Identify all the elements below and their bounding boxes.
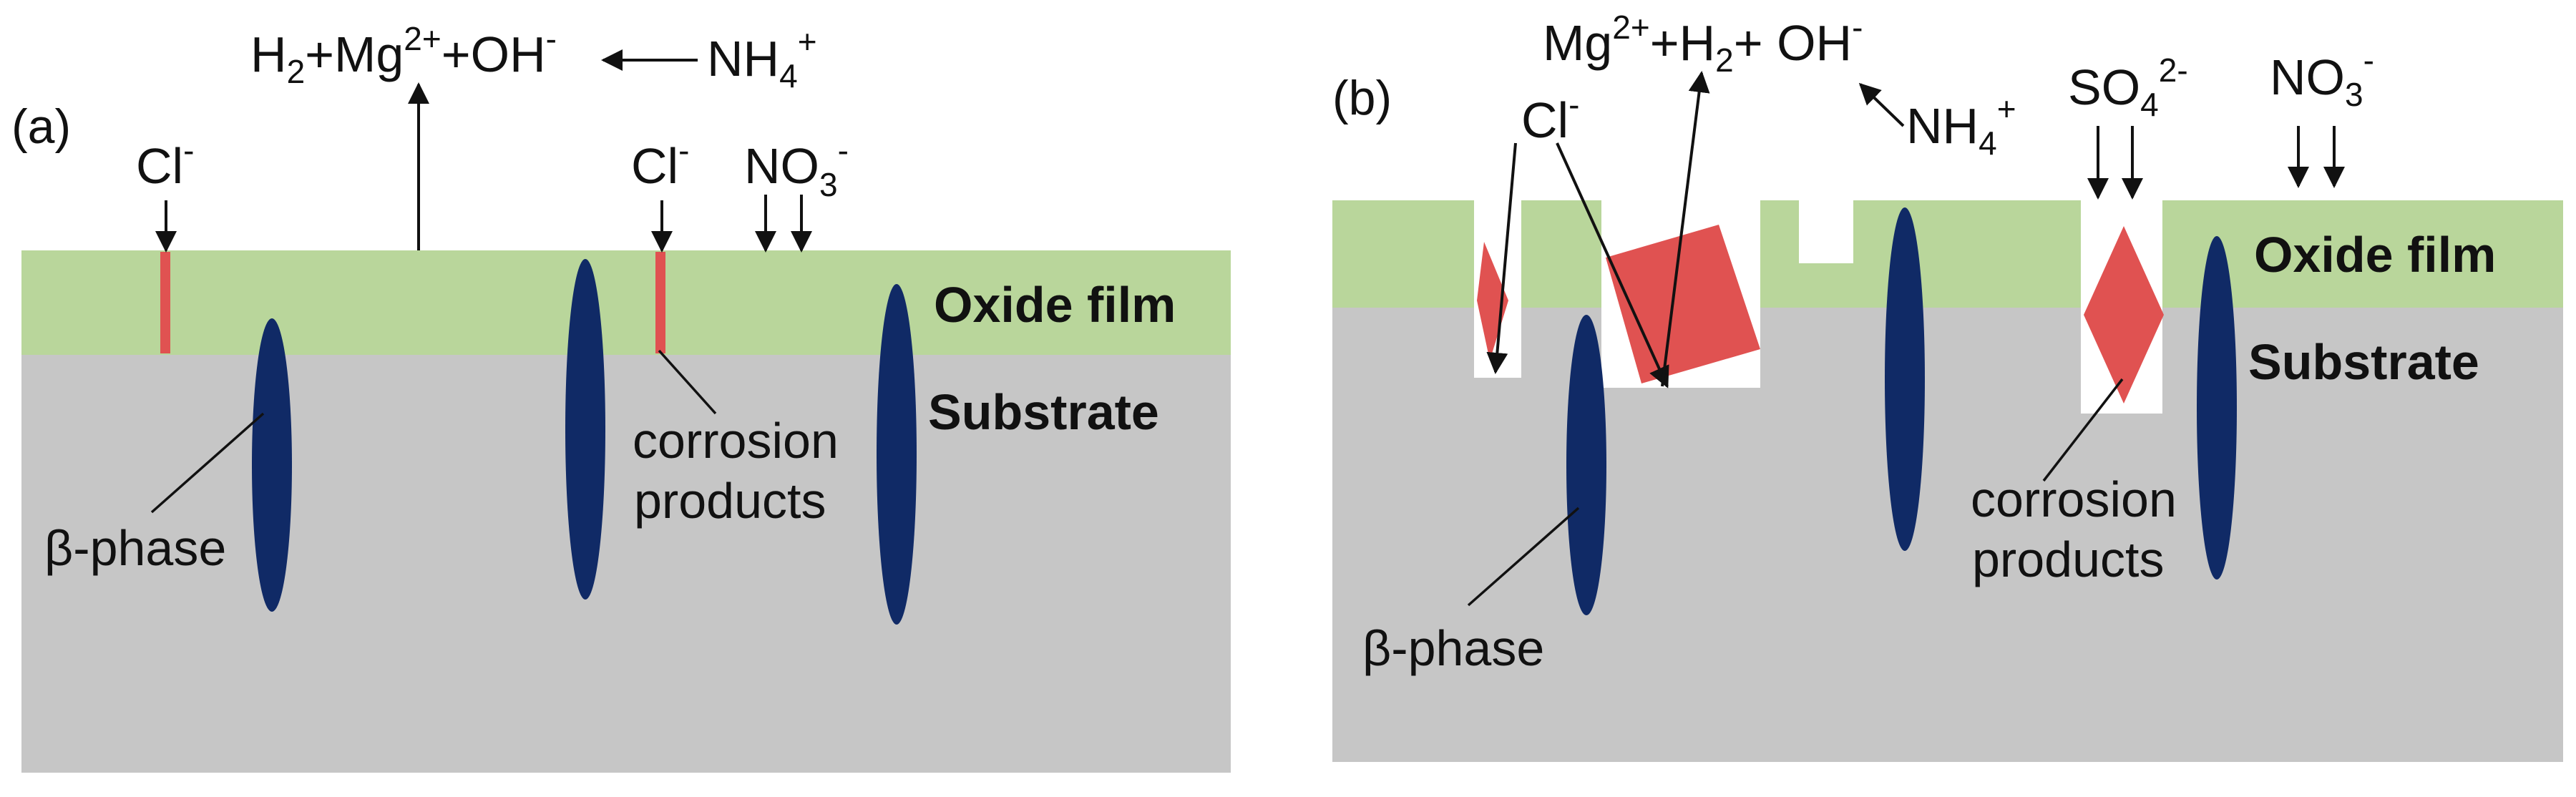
- panel-b-so4-label: SO42-: [2068, 52, 2188, 123]
- panel-a: (a) Cl- Cl- NO3- H2+Mg2++OH- NH4+ Oxide …: [11, 20, 1231, 773]
- panel-a-beta-leader: [150, 412, 265, 514]
- panel-b-nh4-label: NH4+: [1906, 90, 2016, 162]
- panel-a-corrosion-product-right: [655, 252, 665, 353]
- panel-a-oxide-film: [21, 250, 1231, 355]
- panel-a-cl-left-label: Cl-: [136, 132, 194, 194]
- panel-b-nh4-arrow: [1858, 82, 1905, 127]
- panel-b-cl-label: Cl-: [1521, 86, 1579, 148]
- panel-b-equation: Mg2++H2+ OH-: [1543, 9, 1863, 79]
- panel-b-label: (b): [1332, 71, 1392, 125]
- panel-b: (b) Cl- Mg2++H2+ OH- NH4+ SO42- NO3- Oxi…: [1332, 9, 2563, 762]
- panel-b-oxide-label: Oxide film: [2254, 227, 2496, 283]
- panel-a-corrosion-label-2: products: [634, 473, 826, 529]
- panel-a-corrosion-label-1: corrosion: [633, 413, 839, 469]
- panel-a-nh4-label: NH4+: [707, 23, 817, 94]
- panel-a-beta-phase-1: [252, 318, 292, 612]
- panel-b-cl-arrow-2: [1556, 142, 1669, 388]
- panel-b-corrosion-product-small: [1477, 242, 1508, 361]
- panel-b-beta-phase-3: [2197, 236, 2237, 580]
- panel-b-substrate-label: Substrate: [2248, 334, 2479, 390]
- panel-b-beta-phase-1: [1566, 315, 1606, 615]
- panel-b-no3-label: NO3-: [2270, 41, 2374, 113]
- panel-b-beta-leader: [1467, 507, 1580, 607]
- panel-b-pit-3: [1799, 197, 1853, 263]
- panel-a-label: (a): [11, 99, 71, 154]
- panel-b-corrosion-product-diamond: [2084, 226, 2164, 404]
- panel-b-corrosion-product-square: [1606, 225, 1760, 383]
- panel-a-beta-label: β-phase: [44, 520, 226, 576]
- panel-a-no3-label: NO3-: [744, 132, 849, 203]
- panel-b-substrate: [1332, 304, 2563, 762]
- panel-a-oxide-label: Oxide film: [934, 277, 1176, 333]
- panel-a-corrosion-product-left: [160, 252, 170, 353]
- panel-a-beta-phase-2: [565, 259, 605, 600]
- panel-b-corrosion-label-1: corrosion: [1971, 471, 2177, 527]
- panel-b-beta-label: β-phase: [1362, 620, 1544, 676]
- panel-a-cl-right-label: Cl-: [631, 132, 689, 194]
- panel-b-corrosion-label-2: products: [1972, 532, 2164, 587]
- panel-b-beta-phase-2: [1885, 207, 1925, 551]
- panel-a-equation: H2+Mg2++OH-: [250, 20, 557, 90]
- panel-b-cl-arrow-1: [1486, 142, 1517, 374]
- panel-a-substrate: [21, 352, 1231, 773]
- panel-a-substrate-label: Substrate: [928, 384, 1159, 440]
- panel-a-corrosion-leader: [658, 349, 717, 415]
- panel-a-beta-phase-3: [877, 284, 917, 625]
- panel-b-oxide-film: [1332, 200, 2563, 308]
- panel-b-corrosion-leader: [2042, 378, 2124, 482]
- panel-b-release-arrow: [1661, 71, 1710, 387]
